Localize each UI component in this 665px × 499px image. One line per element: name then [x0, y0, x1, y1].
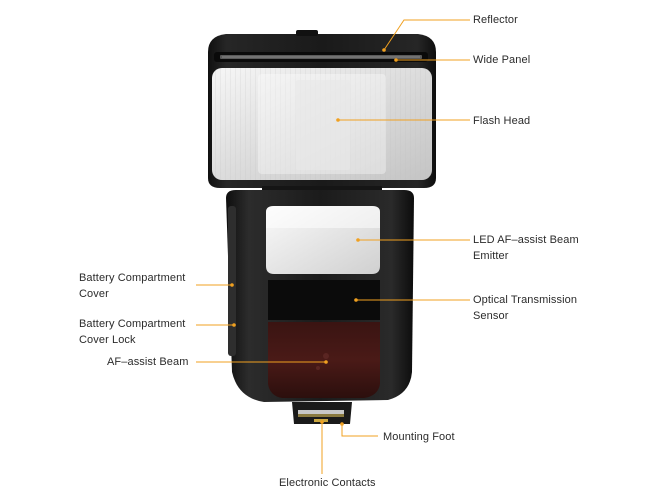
label-line: Optical Transmission: [473, 294, 578, 306]
label-line: LED AF–assist Beam: [473, 234, 579, 246]
label-line: Reflector: [473, 14, 518, 26]
label-line: Mounting Foot: [383, 431, 455, 443]
label-line: AF–assist Beam: [107, 356, 189, 368]
label-mounting-foot: Mounting Foot: [383, 429, 455, 445]
leader-lines: [196, 19, 470, 474]
battery-compartment-cover: [228, 206, 236, 356]
label-wide-panel: Wide Panel: [473, 52, 530, 68]
label-line: Flash Head: [473, 115, 531, 127]
label-line: Cover Lock: [79, 334, 136, 346]
label-line: Wide Panel: [473, 54, 531, 66]
label-line: Emitter: [473, 250, 509, 262]
electronic-contacts: [314, 419, 328, 422]
label-line: Battery Compartment: [79, 272, 186, 284]
label-battery-compartment-cover: Battery Compartment Cover: [79, 270, 185, 302]
label-optical-transmission-sensor: Optical Transmission Sensor: [473, 292, 577, 324]
label-electronic-contacts: Electronic Contacts: [279, 475, 376, 491]
label-line: Electronic Contacts: [279, 477, 376, 489]
leader-dots: [230, 48, 398, 426]
label-flash-head: Flash Head: [473, 113, 530, 129]
af-assist-beam-window: [268, 322, 380, 398]
label-line: Sensor: [473, 310, 509, 322]
label-line: Battery Compartment: [79, 318, 186, 330]
label-led-af-assist-emitter: LED AF–assist Beam Emitter: [473, 232, 579, 264]
label-reflector: Reflector: [473, 12, 518, 28]
label-af-assist-beam: AF–assist Beam: [107, 354, 188, 370]
head-top-notch: [296, 30, 318, 36]
label-battery-compartment-cover-lock: Battery Compartment Cover Lock: [79, 316, 185, 348]
label-line: Cover: [79, 288, 109, 300]
